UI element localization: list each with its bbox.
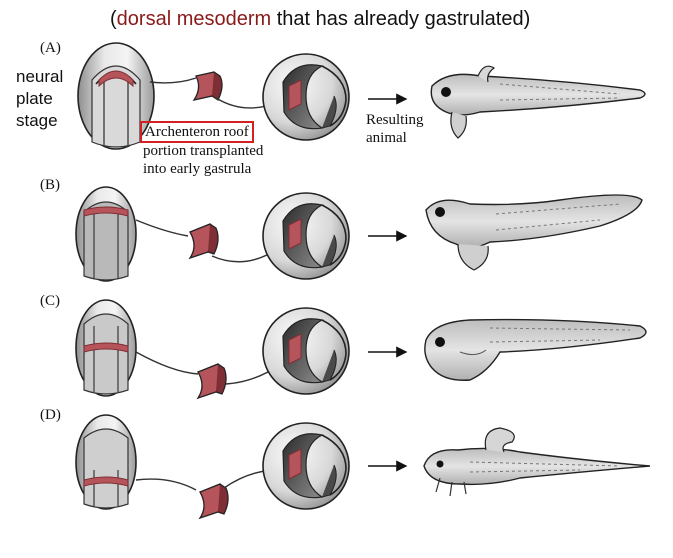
caption-line-3: into early gastrula bbox=[143, 161, 252, 177]
graft-piece-c bbox=[196, 363, 227, 400]
figure-title: (dorsal mesoderm that has already gastru… bbox=[110, 8, 630, 31]
row-c bbox=[75, 299, 647, 400]
resulting-animal-label: Resulting animal bbox=[366, 111, 424, 147]
graft-piece-b bbox=[188, 223, 219, 260]
title-rest: that has already gastrulated) bbox=[271, 8, 531, 30]
host-gastrula-a bbox=[262, 53, 350, 141]
resulting-animal-a bbox=[430, 65, 646, 139]
stage-label-line-3: stage bbox=[16, 111, 58, 130]
host-gastrula-c bbox=[262, 307, 350, 395]
panel-letter-a: (A) bbox=[40, 40, 61, 56]
graft-piece-d bbox=[198, 483, 229, 520]
stage-label-line-1: neural bbox=[16, 67, 64, 86]
panel-letter-b: (B) bbox=[40, 177, 60, 193]
resulting-animal-line-2: animal bbox=[366, 130, 407, 146]
title-highlight: dorsal mesoderm bbox=[116, 8, 272, 30]
caption-continued: portion transplanted into early gastrula bbox=[143, 142, 263, 178]
stage-label-line-2: plate bbox=[16, 89, 53, 108]
row-d bbox=[75, 414, 651, 520]
host-gastrula-b bbox=[262, 192, 350, 280]
title-open-paren: ( bbox=[110, 8, 117, 30]
resulting-animal-line-1: Resulting bbox=[366, 112, 424, 128]
resulting-animal-c bbox=[424, 318, 647, 381]
panel-letter-d: (D) bbox=[40, 407, 61, 423]
host-gastrula-d bbox=[262, 422, 350, 510]
donor-embryo-d bbox=[75, 414, 137, 510]
graft-piece-a bbox=[192, 71, 223, 101]
resulting-animal-d bbox=[423, 427, 651, 497]
caption-boxed: Archenteron roof bbox=[140, 121, 254, 143]
donor-embryo-c bbox=[75, 299, 137, 397]
stage-label: neural plate stage bbox=[16, 66, 63, 132]
donor-embryo-a bbox=[77, 42, 155, 150]
row-b bbox=[75, 186, 643, 282]
row-a bbox=[77, 42, 646, 150]
caption-line-2: portion transplanted bbox=[143, 143, 264, 159]
panel-letter-c: (C) bbox=[40, 293, 60, 309]
resulting-animal-b bbox=[425, 194, 643, 271]
donor-embryo-b bbox=[75, 186, 137, 282]
